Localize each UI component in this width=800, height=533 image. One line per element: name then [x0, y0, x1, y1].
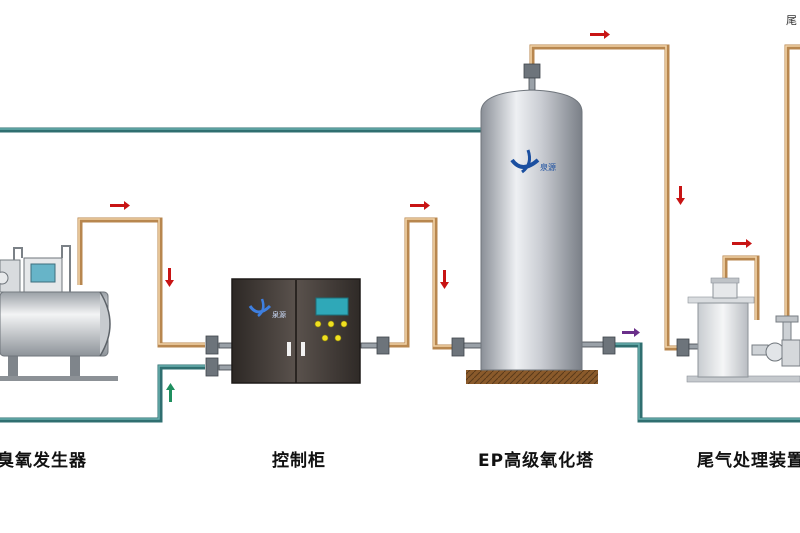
- cabinet-gas-pipe: [385, 217, 455, 350]
- water-pipes: [0, 127, 800, 423]
- pipe-flange-icon: [205, 63, 700, 377]
- label-tail-gas-unit: 尾气处理装置: [697, 451, 800, 471]
- outlet-water-pipe: [612, 342, 800, 423]
- gas-pipes: [77, 44, 800, 351]
- tail-gas-pipe: [722, 255, 760, 320]
- ozone-generator: [0, 245, 118, 381]
- pump-icon: [751, 315, 800, 367]
- label-control-cabinet: 控制柜: [272, 451, 326, 471]
- flow-arrow-icon: [110, 30, 752, 402]
- panel-screen-icon: [30, 263, 56, 283]
- label-oxidation-tower: EP高级氧化塔: [478, 451, 595, 471]
- right-gas-pipe: [784, 44, 800, 320]
- svg-text:泉源: 泉源: [272, 310, 286, 319]
- indicator-lights: [314, 320, 348, 342]
- generator-base: [0, 376, 118, 381]
- tail-gas-vessel: [697, 302, 749, 378]
- tower-base: [466, 370, 598, 384]
- brand-logo-icon: 泉源: [510, 149, 556, 174]
- generator-gas-pipe: [77, 217, 205, 348]
- tail-gas-unit: [686, 277, 800, 383]
- top-right-label: 尾: [786, 14, 797, 27]
- generator-tank: [0, 291, 109, 357]
- control-cabinet: 泉源: [231, 278, 361, 384]
- panel-screen-icon: [315, 297, 349, 316]
- oxidation-tower: 泉源: [466, 89, 598, 384]
- return-water-pipe: [0, 364, 205, 423]
- label-ozone-generator: 臭氧发生器: [0, 451, 87, 471]
- svg-text:泉源: 泉源: [540, 162, 556, 172]
- tower-top-gas-pipe: [529, 44, 680, 351]
- brand-logo-icon: 泉源: [248, 298, 286, 319]
